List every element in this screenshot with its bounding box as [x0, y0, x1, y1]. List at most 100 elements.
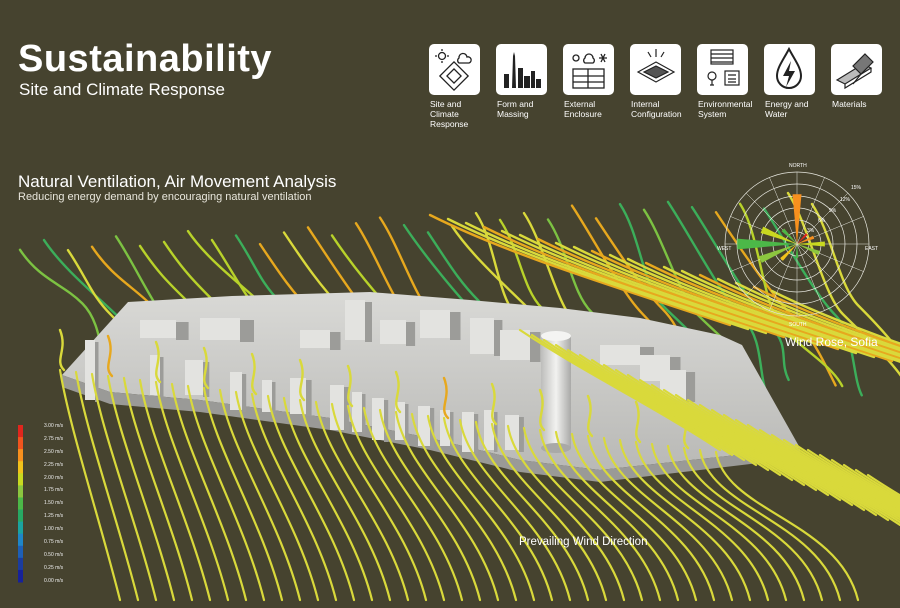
building-shadow [450, 312, 461, 340]
windrose-caption: Wind Rose, Sofia [785, 335, 878, 349]
building [420, 310, 450, 338]
materials-icon[interactable] [831, 44, 882, 95]
legend-swatch [18, 557, 23, 571]
category-label-internal-configuration: Internal Configuration [631, 99, 682, 119]
streamline [686, 398, 890, 522]
streamline [218, 388, 302, 602]
legend-swatch [18, 461, 23, 474]
streamline [554, 343, 758, 467]
legend-swatch [18, 449, 23, 462]
windrose-petal [797, 241, 825, 247]
legend-entry: 0.00 m/s [44, 577, 64, 584]
streamline-highlight [298, 358, 306, 402]
streamline-highlight [154, 340, 162, 384]
legend-swatch [18, 437, 23, 450]
streamline [518, 328, 722, 452]
streamline [154, 380, 230, 602]
streamline-highlight [442, 376, 450, 420]
streamline [716, 277, 900, 352]
floorplan-icon[interactable] [630, 44, 681, 95]
streamline-highlight [586, 394, 594, 438]
streamline-highlight [538, 388, 546, 432]
building [290, 378, 306, 414]
streamline-highlight [394, 370, 402, 414]
streamline [854, 468, 900, 499]
streamline [698, 273, 900, 354]
legend-swatch [18, 569, 23, 583]
building [300, 330, 330, 348]
building-shadow [242, 374, 247, 412]
streamline [830, 458, 900, 503]
building-shadow [365, 302, 372, 342]
legend-entry: 0.75 m/s [44, 538, 64, 545]
streamline [378, 408, 482, 602]
building-shadow [176, 322, 189, 340]
water-energy-icon[interactable] [764, 44, 815, 95]
streamline [666, 444, 806, 602]
building-shadow [530, 332, 541, 362]
enclosure-icon[interactable] [563, 44, 614, 95]
windrose-south-label: SOUTH [789, 322, 807, 328]
streamline [530, 333, 734, 457]
building [185, 360, 203, 395]
streamline [590, 249, 894, 363]
section-title: Natural Ventilation, Air Movement Analys… [18, 172, 337, 191]
building-shadow [330, 332, 341, 350]
site-climate-icon[interactable] [429, 44, 480, 95]
streamline [250, 392, 338, 602]
streamline [746, 423, 900, 517]
legend-entry: 2.25 m/s [44, 461, 64, 468]
legend-swatch [18, 545, 23, 559]
building [85, 340, 95, 400]
building [200, 318, 240, 340]
building-shadow [519, 417, 524, 452]
streamline [266, 394, 356, 602]
streamline [282, 396, 374, 602]
streamline [738, 202, 844, 388]
streamline [542, 338, 746, 462]
skyline-icon[interactable] [496, 44, 547, 95]
streamline [626, 373, 830, 497]
environment-system-icon[interactable] [697, 44, 748, 95]
streamline [90, 372, 158, 602]
streamline-highlight [490, 382, 498, 426]
building-shadow [384, 400, 389, 442]
windrose-north-label: NORTH [789, 163, 807, 169]
building-shadow [686, 372, 696, 402]
building-shadow [272, 382, 276, 414]
building [140, 320, 176, 338]
streamline [722, 413, 900, 521]
streamline [428, 213, 732, 327]
streamline-highlight [250, 352, 258, 396]
streamline [394, 410, 500, 602]
streamline [866, 473, 900, 497]
streamline [58, 368, 122, 602]
building-shadow [95, 342, 99, 402]
streamline [608, 253, 900, 363]
building [345, 300, 365, 340]
streamline [734, 418, 900, 519]
streamline [202, 386, 284, 602]
building-shadow [240, 320, 254, 342]
streamline-highlight [58, 328, 66, 372]
legend-entry: 3.00 m/s [44, 423, 64, 429]
streamline [650, 442, 788, 602]
streamline [614, 368, 818, 492]
streamline [442, 416, 554, 602]
building [470, 318, 494, 354]
streamline [674, 393, 878, 517]
category-label-form-massing: Form and Massing [497, 99, 534, 119]
streamline [522, 426, 644, 602]
windrose-spoke [796, 243, 849, 296]
streamline [122, 376, 194, 602]
streamline-highlight [106, 334, 114, 378]
streamline [586, 434, 716, 602]
windrose-ring-label: 6% [818, 218, 826, 224]
streamline [410, 412, 518, 602]
legend-swatch [18, 425, 23, 438]
streamline [650, 383, 854, 507]
windrose-petal [737, 238, 797, 250]
streamline [698, 448, 842, 602]
building-shadow [474, 414, 479, 454]
